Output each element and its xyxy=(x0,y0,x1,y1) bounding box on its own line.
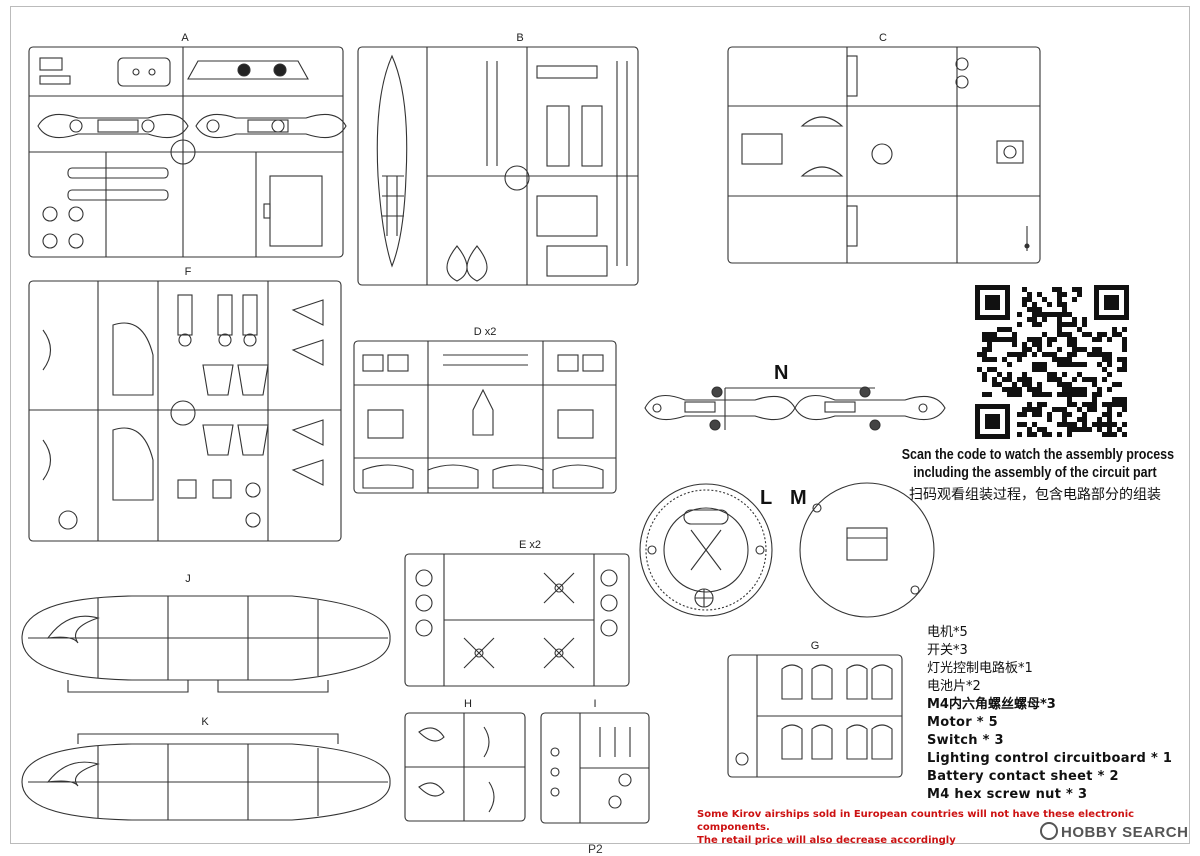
part-zh-motor: 电机*5 xyxy=(927,625,968,640)
sprue-b-label: B xyxy=(516,32,524,44)
scan-line-1: Scan the code to watch the assembly proc… xyxy=(901,447,1175,463)
sprue-d-drawing xyxy=(353,340,617,494)
part-l-drawing xyxy=(639,483,773,617)
sprue-d-label: D x2 xyxy=(473,326,497,338)
notice-line-2: The retail price will also decrease acco… xyxy=(697,835,956,846)
part-l xyxy=(636,480,776,620)
sprue-b-drawing xyxy=(357,46,639,286)
sprue-j-label: J xyxy=(185,573,191,585)
sprue-g-label: G xyxy=(810,640,820,652)
sprue-k-drawing xyxy=(21,733,391,821)
part-en-circuitboard: Lighting control circuitboard * 1 xyxy=(927,751,1173,766)
sprue-e-drawing xyxy=(404,553,630,687)
assembly-video-qr-code[interactable] xyxy=(975,285,1129,439)
scan-instructions: Scan the code to watch the assembly proc… xyxy=(880,446,1190,504)
sprue-f-label: F xyxy=(184,266,192,278)
watermark-text: HOBBY SEARCH xyxy=(1061,824,1189,841)
part-zh-switch: 开关*3 xyxy=(927,643,968,658)
part-zh-battery: 电池片*2 xyxy=(927,679,981,694)
scan-line-2: including the assembly of the circuit pa… xyxy=(913,465,1157,481)
sprue-e-label: E x2 xyxy=(518,539,541,551)
hobby-search-watermark: HOBBY SEARCH xyxy=(1040,822,1188,841)
electronics-notice: Some Kirov airships sold in European cou… xyxy=(697,808,1200,847)
sprue-c xyxy=(727,46,1041,264)
hobby-search-logo-icon xyxy=(1040,822,1058,840)
sprue-f-drawing xyxy=(28,280,342,542)
electronic-parts-list: 电机*5 开关*3 灯光控制电路板*1 电池片*2 M4内六角螺丝螺母*3 Mo… xyxy=(927,624,1172,804)
sprue-g-drawing xyxy=(727,654,903,778)
part-l-label: L xyxy=(760,487,773,509)
qr-code-icon xyxy=(975,285,1129,439)
sprue-h xyxy=(404,712,526,822)
scan-line-zh: 扫码观看组装过程，包含电路部分的组装 xyxy=(909,486,1161,502)
part-en-switch: Switch * 3 xyxy=(927,733,1004,748)
sprue-j xyxy=(18,588,394,698)
sprue-n-label: N xyxy=(774,362,789,384)
sprue-b xyxy=(357,46,639,286)
sprue-j-drawing xyxy=(21,595,391,693)
sprue-k xyxy=(18,730,394,828)
part-m-label: M xyxy=(790,487,807,509)
sprue-d xyxy=(353,340,617,494)
sprue-f xyxy=(28,280,342,542)
sprue-i-label: I xyxy=(593,698,597,710)
sprue-h-label: H xyxy=(464,698,472,710)
part-zh-nut: M4内六角螺丝螺母*3 xyxy=(927,697,1056,712)
part-m-drawing xyxy=(799,482,935,618)
part-en-nut: M4 hex screw nut * 3 xyxy=(927,787,1088,802)
sprue-i xyxy=(540,712,650,824)
sprue-k-label: K xyxy=(201,716,209,728)
sprue-a-label: A xyxy=(181,32,189,44)
sprue-c-label: C xyxy=(879,32,887,44)
page-frame xyxy=(10,6,1190,844)
part-zh-circuitboard: 灯光控制电路板*1 xyxy=(927,661,1033,676)
sprue-n-drawing xyxy=(644,386,946,431)
notice-line-1: Some Kirov airships sold in European cou… xyxy=(697,809,1135,833)
sprue-h-drawing xyxy=(404,712,526,822)
sprue-a-drawing xyxy=(28,46,347,258)
sprue-e xyxy=(404,553,630,687)
sprue-c-drawing xyxy=(727,46,1041,264)
sprue-i-drawing xyxy=(540,712,650,824)
part-en-motor: Motor * 5 xyxy=(927,715,999,730)
part-en-battery: Battery contact sheet * 2 xyxy=(927,769,1119,784)
page-number: P2 xyxy=(588,842,603,856)
sprue-a xyxy=(28,46,347,258)
sprue-g xyxy=(727,654,903,778)
part-m xyxy=(797,480,937,620)
sprue-n xyxy=(644,380,946,440)
